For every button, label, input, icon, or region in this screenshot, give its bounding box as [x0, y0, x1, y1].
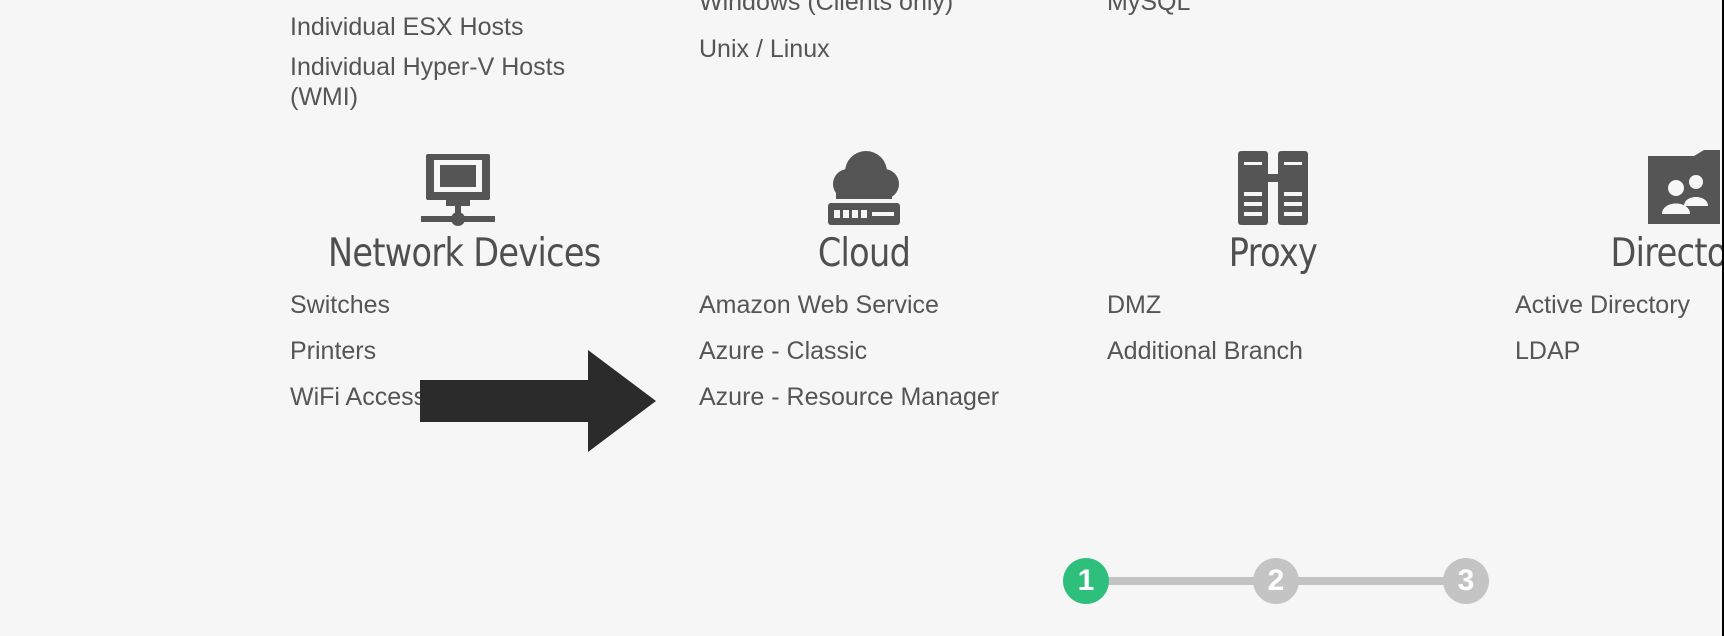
right-arrow-icon	[420, 350, 656, 452]
list-item: Azure - Classic	[699, 337, 868, 365]
step-1-indicator[interactable]: 1	[1063, 558, 1109, 604]
server-rack-icon	[1236, 148, 1310, 228]
list-item: Windows (Clients only)	[699, 0, 954, 16]
progress-stepper: 1 2 3	[1060, 558, 1490, 604]
list-item: Printers	[290, 337, 377, 365]
category-title-network-devices: Network Devices	[328, 231, 601, 276]
category-title-cloud: Cloud	[817, 231, 911, 276]
list-item: DMZ	[1107, 291, 1162, 319]
list-item: Individual ESX Hosts	[290, 13, 524, 41]
list-item: Unix / Linux	[699, 35, 830, 63]
step-2-indicator[interactable]: 2	[1253, 558, 1299, 604]
cloud-server-icon	[826, 148, 902, 228]
list-item: MySQL	[1107, 0, 1191, 16]
list-item: Switches	[290, 291, 391, 319]
category-title-directory-services: Directory Se	[1610, 231, 1722, 276]
step-3-indicator[interactable]: 3	[1443, 558, 1489, 604]
list-item: Active Directory	[1515, 291, 1691, 319]
stepper-connector	[1290, 577, 1445, 585]
network-computer-icon	[418, 148, 498, 228]
list-item: Individual Hyper-V Hosts (WMI)	[290, 53, 566, 111]
list-item: Additional Branch	[1107, 337, 1303, 365]
list-item: Amazon Web Service	[699, 291, 939, 319]
list-item: LDAP	[1515, 337, 1581, 365]
list-item: Azure - Resource Manager	[699, 383, 1000, 411]
category-title-proxy: Proxy	[1228, 231, 1318, 276]
stepper-connector	[1100, 577, 1255, 585]
directory-users-icon	[1646, 148, 1722, 228]
